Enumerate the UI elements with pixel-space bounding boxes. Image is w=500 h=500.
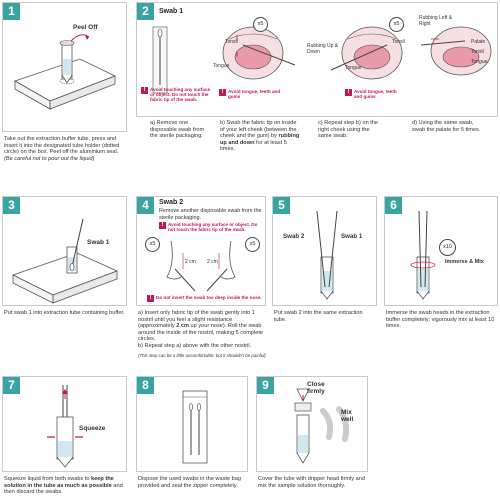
tonsil-label: Tonsil	[225, 39, 238, 45]
palate-label: Palate	[471, 39, 486, 45]
step4-caption-b: b) Repeat step a) above with the other n…	[138, 342, 252, 349]
step2-panel: 2 Swab 1 ! Avoid touching any surface or…	[136, 2, 498, 117]
step6-panel: 6 x10 Immerse & Mix	[384, 196, 498, 306]
warning-text: Avoid touching any surface or object. Do…	[150, 87, 211, 102]
step4-caption-note: (This step can be a little uncomfortable…	[138, 352, 266, 358]
step5-panel: 5 Swab 2 Swab 1	[272, 196, 377, 306]
immerse-mix-illustration	[410, 210, 436, 300]
step7-panel: 7 Squeeze	[2, 376, 127, 472]
step2-caption-b3: for at least 5 times.	[220, 139, 287, 153]
step-number: 6	[385, 197, 402, 214]
swab-in-tube-box-illustration	[11, 218, 119, 304]
step4-panel: 4 Swab 2 Remove another disposable swab …	[136, 196, 266, 306]
step2-caption-b1: b) Swab the fabric tip on inside of your…	[220, 120, 297, 140]
step9-panel: 9 Close firmly Mix well	[256, 376, 368, 472]
repeat-x5-badge: x5	[253, 17, 268, 32]
repeat-x5-badge-right: x5	[245, 237, 260, 252]
step1-caption: Take out the extraction buffer tube, pre…	[4, 136, 126, 162]
mix-well-label: Mix well	[341, 409, 354, 423]
warning-depth: ! Do not insert the swab too deep inside…	[147, 295, 263, 302]
peel-off-label: Peel Off	[73, 24, 98, 31]
step2-title: Swab 1	[159, 8, 184, 15]
step3-caption: Put swab 1 into extraction tube containi…	[4, 310, 125, 316]
step5-caption: Put swab 2 into the same extraction tube…	[274, 310, 363, 323]
tongue-label: Tongue	[345, 65, 362, 71]
warning-tongue-c: ! Avoid tongue, teeth and gums	[345, 89, 405, 99]
warning-icon: !	[159, 222, 166, 229]
step8-panel: 8	[136, 376, 248, 472]
step-number: 5	[273, 197, 290, 214]
mouth-left-cheek-illustration	[222, 26, 296, 80]
close-firmly-label: Close firmly	[307, 381, 325, 395]
step7-caption2: keep the solution in the tube as much as…	[4, 476, 114, 489]
step4-caption: a) Insert only fabric tip of the swab ge…	[138, 310, 268, 359]
step-number: 8	[137, 377, 154, 394]
squeeze-label: Squeeze	[79, 425, 106, 432]
step2-caption-c: c) Repeat step b) on the right cheek usi…	[318, 120, 379, 140]
step-number: 9	[257, 377, 274, 394]
step6-caption: Immerse the swab heads in the extraction…	[386, 310, 495, 330]
step-number: 2	[137, 3, 154, 20]
step4-subtitle: Remove another disposable swab from the …	[159, 208, 262, 221]
cm-label-right: 2 cm	[207, 259, 218, 265]
repeat-x10-badge: x10	[439, 239, 456, 256]
rubbing-label: Rubbing Up & Down	[307, 43, 339, 55]
step2-caption-a: a) Remove one disposable swab from the s…	[150, 120, 205, 140]
step9-caption: Cover the tube with dripper head firmly …	[258, 476, 365, 489]
step2-caption-b: b) Swab the fabric tip on inside of your…	[220, 120, 300, 153]
step1-caption-note: (Be careful not to pour out the liquid)	[4, 155, 95, 162]
extraction-box-illustration	[14, 34, 117, 110]
step7-caption: Squeeze liquid from both swabs to keep t…	[4, 476, 126, 496]
close-mix-illustration	[294, 388, 350, 464]
step4-caption-a3: up your nose). Roll the swab around the …	[138, 323, 263, 343]
left-right-label: Rubbing Left & Right	[419, 15, 453, 27]
warning-touch: ! Avoid touching any surface or object. …	[141, 87, 211, 102]
warning-icon: !	[141, 87, 148, 94]
step4-caption-a1: a) Insert only fabric tip of the swab ge…	[138, 310, 255, 330]
step-number: 3	[3, 197, 20, 214]
step4-caption-a2: 2 cm	[176, 323, 189, 330]
warning-text: Avoid touching any surface or object. Do…	[168, 222, 258, 232]
swab-package-illustration	[152, 26, 168, 94]
warning-icon: !	[345, 89, 352, 96]
warning-tongue-b: ! Avoid tongue, teeth and gums	[219, 89, 289, 99]
tongue-label: Tongue	[471, 59, 488, 65]
step4-caption-a: a) Insert only fabric tip of the swab ge…	[138, 310, 268, 343]
step2-caption-d: d) Using the same swab, swab the palate …	[412, 120, 481, 133]
tongue-label: Tongue	[213, 63, 230, 69]
step-number: 4	[137, 197, 154, 214]
mouth-right-cheek-illustration	[330, 26, 403, 80]
repeat-x5-badge: x5	[389, 17, 404, 32]
swab1-label: Swab 1	[87, 239, 110, 246]
two-swabs-in-tube-illustration	[316, 210, 338, 300]
step-number: 7	[3, 377, 20, 394]
waste-bag-illustration	[182, 390, 208, 464]
step7-caption1: Squeeze liquid from both swabs to	[4, 476, 92, 482]
warning-text: Avoid tongue, teeth and gums	[228, 89, 281, 99]
repeat-x5-badge-left: x5	[145, 237, 160, 252]
step2-caption-b2: rubbing up and down	[220, 133, 300, 146]
tonsil-label: Tonsil	[471, 49, 484, 55]
cm-label-left: 2 cm	[185, 259, 196, 265]
squeeze-illustration	[47, 385, 83, 468]
immerse-mix-label: Immerse & Mix	[445, 259, 484, 265]
swab2-label: Swab 2	[283, 233, 305, 240]
step3-panel: 3 Swab 1	[2, 196, 127, 306]
tonsil-label: Tonsil	[392, 39, 405, 45]
step4-title: Swab 2	[159, 199, 184, 206]
warning-text: Do not insert the swab too deep inside t…	[156, 295, 262, 300]
swab1-label: Swab 1	[341, 233, 363, 240]
warning-text: Avoid tongue, teeth and gums	[354, 89, 397, 99]
step-number: 1	[3, 3, 20, 20]
warning-icon: !	[219, 89, 226, 96]
step1-panel: 1 Peel Off	[2, 2, 127, 132]
nose-swab-illustration	[166, 240, 236, 292]
palate-illustration	[420, 26, 492, 76]
step7-caption3: and then discard the swabs.	[4, 482, 123, 496]
warning-touch: ! Avoid touching any surface or object. …	[159, 222, 263, 232]
step8-caption: Dispose the used swabs in the waste bag …	[138, 476, 241, 489]
warning-icon: !	[147, 295, 154, 302]
step1-caption-main: Take out the extraction buffer tube, pre…	[4, 136, 120, 156]
